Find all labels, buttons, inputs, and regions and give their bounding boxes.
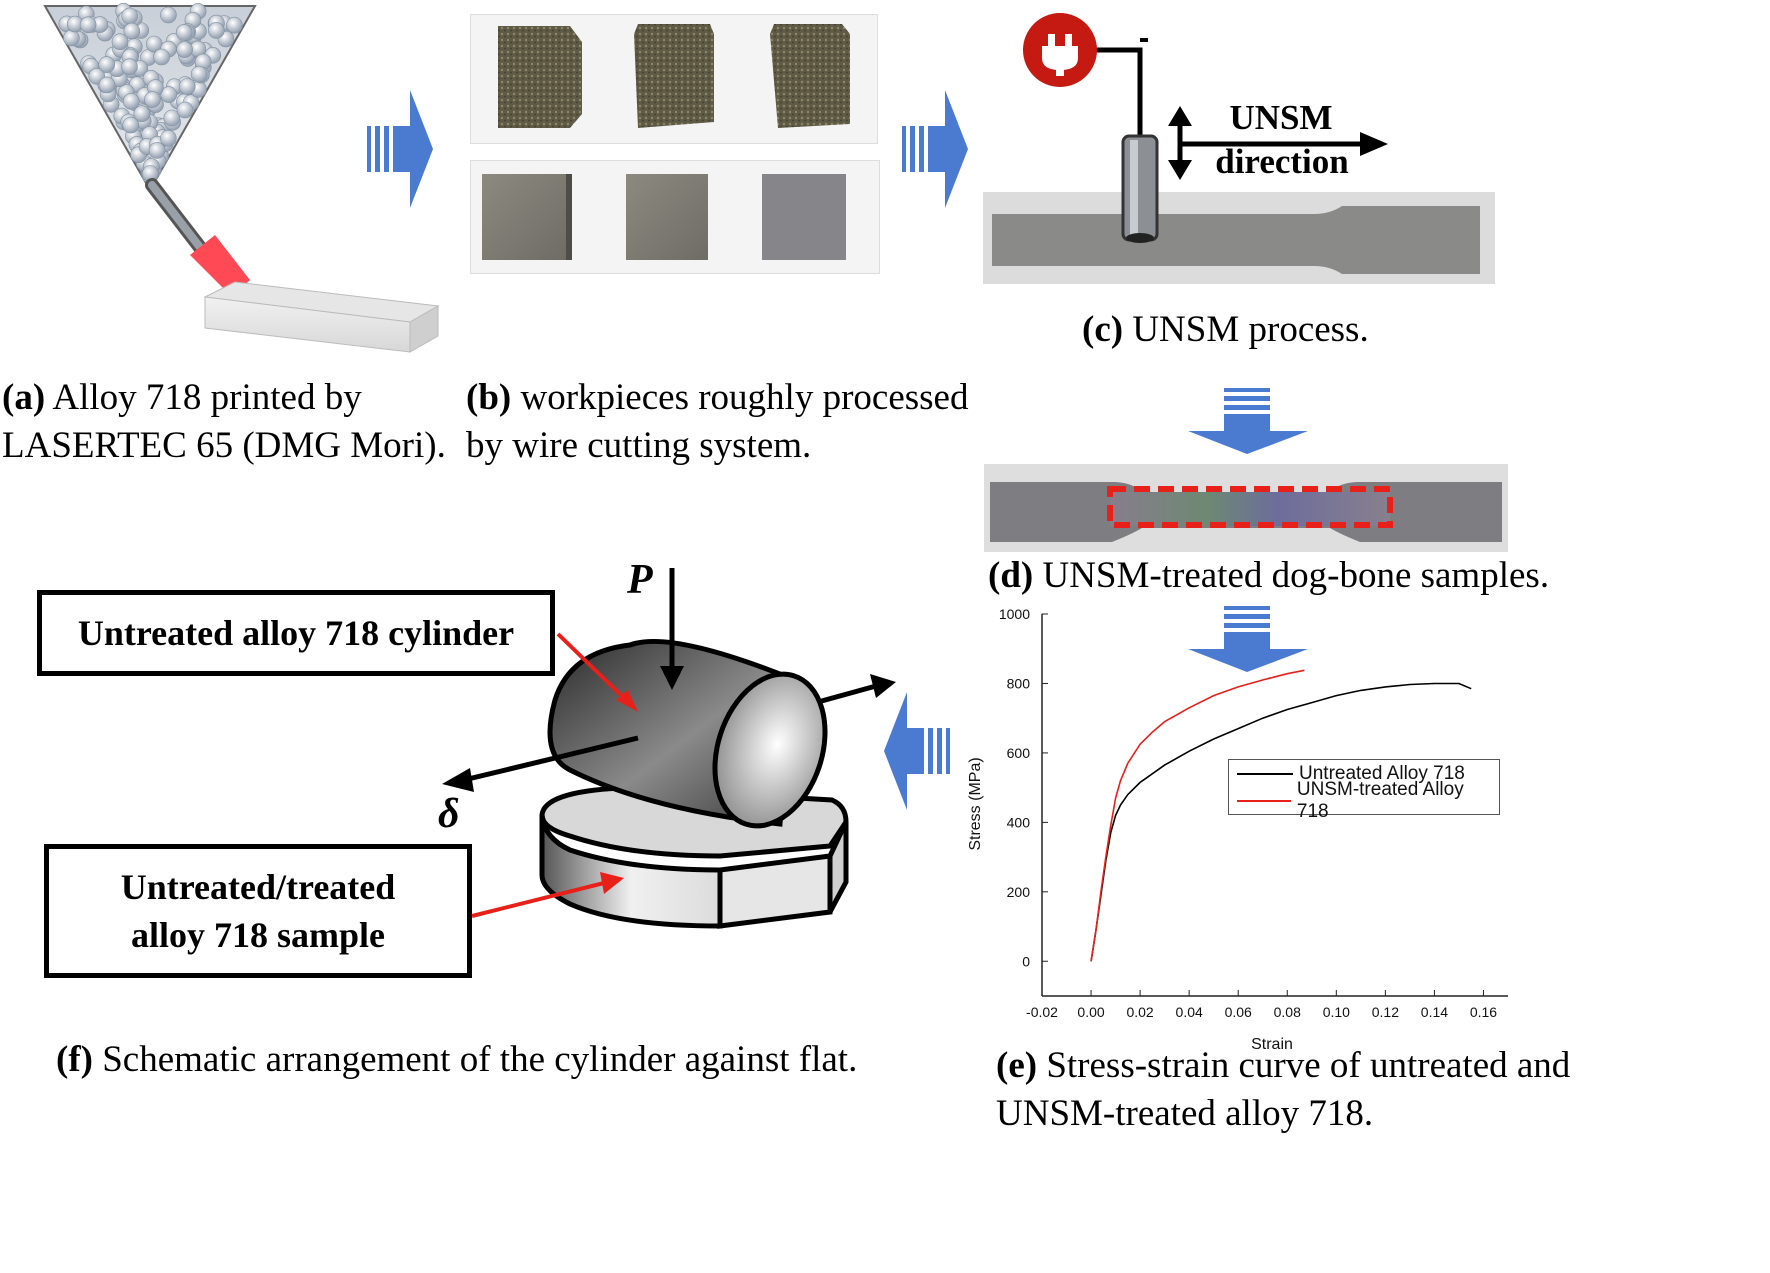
direction-arrows: [1168, 106, 1388, 180]
laser-nozzle-icon: [145, 178, 250, 297]
y-tick-label: 400: [1007, 814, 1031, 830]
legend-item: Untreated Alloy 718: [1229, 760, 1499, 787]
powder-particle: [79, 16, 97, 34]
y-tick-label: 1000: [999, 606, 1030, 622]
caption-c: (c) UNSM process.: [1082, 309, 1369, 350]
powder-particle: [98, 56, 115, 73]
powder-particle: [153, 48, 170, 66]
label-pointers: [471, 632, 638, 918]
sample-label-line-1: Untreated/treated: [120, 867, 396, 907]
legend-item: UNSM-treated Alloy 718: [1229, 779, 1499, 822]
y-axis-label: Stress (MPa): [967, 757, 984, 850]
printed-bar: [203, 281, 440, 353]
flow-arrow-icon: [1188, 606, 1308, 672]
x-tick-label: 0.10: [1323, 1004, 1350, 1020]
powder-particle: [122, 93, 140, 110]
x-tick-label: 0.06: [1225, 1004, 1252, 1020]
powder-particle: [121, 7, 138, 25]
flow-arrow-icon: [884, 692, 950, 810]
powder-particle: [176, 41, 193, 58]
flow-arrow-icon: [1188, 388, 1308, 454]
powder-particle: [178, 78, 196, 95]
y-tick-label: 0: [1022, 953, 1030, 969]
caption-e: (e) Stress-strain curve of untreated and…: [996, 1045, 1571, 1134]
sample-label-line-2: alloy 718 sample: [130, 915, 385, 955]
legend-label: UNSM-treated Alloy 718: [1296, 778, 1464, 822]
powder-particle: [144, 91, 161, 108]
flow-arrow-icon: [902, 90, 968, 208]
powder-particle: [208, 22, 225, 39]
powder-particle: [98, 76, 116, 94]
powder-particle: [133, 105, 151, 122]
powder-particle: [148, 142, 166, 159]
x-tick-label: -0.02: [1026, 1004, 1058, 1020]
x-tick-label: 0.04: [1176, 1004, 1203, 1020]
dog-bone-photo: [984, 464, 1508, 552]
caption-f: (f) Schematic arrangement of the cylinde…: [56, 1039, 858, 1080]
powder-particle: [121, 58, 138, 75]
x-axis-label: Strain: [1251, 1036, 1293, 1053]
powder-particle: [160, 6, 177, 24]
cylinder-label-box: Untreated alloy 718 cylinder: [37, 590, 555, 676]
y-tick-label: 200: [1007, 884, 1031, 900]
unsm-direction-label-1: UNSM: [1229, 98, 1333, 137]
y-tick-label: 600: [1007, 745, 1031, 761]
unsm-direction-label-2: direction: [1215, 142, 1349, 181]
powder-particle: [160, 86, 178, 103]
powder-particle: [226, 16, 243, 34]
sample-label-box: Untreated/treated alloy 718 sample: [44, 844, 472, 978]
series-line-0: [1090, 682, 1472, 962]
powder-particle: [111, 33, 129, 51]
series-line-1: [1090, 669, 1305, 962]
x-tick-label: 0.08: [1274, 1004, 1301, 1020]
powder-particle: [160, 129, 177, 147]
powder-hopper-icon: [43, 2, 257, 193]
plug-icon: [1023, 13, 1097, 87]
legend-label: Untreated Alloy 718: [1299, 762, 1465, 784]
x-tick-label: 0.00: [1077, 1004, 1104, 1020]
powder-particle: [190, 65, 208, 83]
unsm-process-schematic: [983, 13, 1495, 284]
x-tick-label: 0.02: [1126, 1004, 1153, 1020]
powder-particle: [63, 29, 80, 47]
unsm-tool: [1121, 134, 1159, 243]
x-tick-label: 0.14: [1421, 1004, 1448, 1020]
powder-particle: [175, 24, 193, 41]
load-symbol: P: [627, 557, 653, 603]
powder-particle: [122, 116, 139, 134]
powder-particle: [176, 101, 194, 119]
chart-legend: Untreated Alloy 718 UNSM-treated Alloy 7…: [1228, 759, 1500, 822]
y-tick-label: 800: [1007, 675, 1031, 691]
caption-d: (d) UNSM-treated dog-bone samples.: [988, 555, 1550, 596]
rough-workpieces: [498, 24, 850, 128]
stress-strain-chart: -0.02 0.00 0.02 0.04 0.06 0.08 0.10 0.12 0.14 0.1…: [967, 606, 1508, 1053]
cut-workpieces: [482, 174, 846, 260]
powder-particle: [163, 109, 181, 127]
displacement-symbol: δ: [438, 791, 460, 837]
panel-a-schematic: [43, 2, 440, 353]
x-tick-label: 0.16: [1470, 1004, 1497, 1020]
powder-particle: [123, 22, 141, 40]
flow-arrow-icon: [367, 90, 433, 208]
x-tick-label: 0.12: [1372, 1004, 1399, 1020]
